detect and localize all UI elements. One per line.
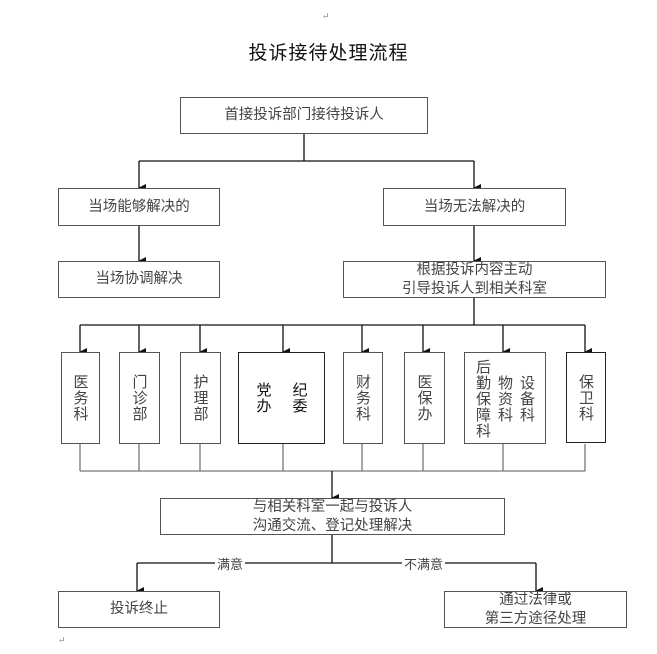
dept-nursing-label: 护理部: [191, 374, 210, 422]
node-cannot-resolve-label: 当场无法解决的: [423, 198, 526, 215]
dept-medical-affairs: 医务科: [61, 352, 100, 444]
node-legal-line2: 第三方途径处理: [484, 610, 587, 627]
node-start-label: 首接投诉部门接待投诉人: [224, 107, 384, 123]
dept-outpatient-label: 门诊部: [130, 374, 149, 422]
node-cannot-resolve: 当场无法解决的: [383, 188, 566, 226]
dept-discipline-label: 纪委: [290, 382, 309, 414]
node-can-resolve: 当场能够解决的: [58, 188, 220, 226]
node-start: 首接投诉部门接待投诉人: [180, 97, 428, 134]
dept-logistics: 后勤保障科 物资科 设备科: [464, 352, 546, 444]
paragraph-mark: ↵: [322, 12, 330, 22]
node-communicate: 与相关科室一起与投诉人 沟通交流、登记处理解决: [160, 498, 505, 535]
node-guide: 根据投诉内容主动 引导投诉人到相关科室: [343, 261, 606, 298]
dept-security-label: 保卫科: [577, 373, 595, 422]
dept-outpatient: 门诊部: [119, 352, 160, 444]
node-end-label: 投诉终止: [110, 601, 168, 617]
dept-party-discipline: 党办 纪委: [238, 352, 325, 444]
page-title: 投诉接待处理流程: [248, 42, 409, 64]
dept-nursing: 护理部: [180, 352, 221, 444]
node-legal-line1: 通过法律或: [499, 591, 572, 608]
node-guide-line2: 引导投诉人到相关科室: [402, 280, 547, 297]
dept-finance-label: 财务科: [354, 374, 372, 422]
edge-label-satisfied: 满意: [215, 554, 246, 573]
node-legal: 通过法律或 第三方途径处理: [444, 591, 627, 628]
node-guide-line1: 根据投诉内容主动: [416, 261, 533, 278]
node-can-resolve-label: 当场能够解决的: [88, 198, 190, 215]
node-end: 投诉终止: [58, 591, 220, 628]
dept-party-office-label: 党办: [254, 382, 273, 414]
paragraph-mark: ↵: [58, 636, 66, 646]
node-coordinate: 当场协调解决: [58, 261, 220, 298]
dept-medical-insurance: 医保办: [404, 352, 445, 444]
node-coordinate-label: 当场协调解决: [95, 271, 183, 287]
dept-medical-insurance-label: 医保办: [415, 374, 434, 422]
dept-finance: 财务科: [343, 352, 383, 444]
node-communicate-line2: 沟通交流、登记处理解决: [252, 517, 413, 534]
dept-security: 保卫科: [566, 352, 606, 443]
dept-materials-label: 物资科: [496, 375, 514, 423]
node-communicate-line1: 与相关科室一起与投诉人: [252, 498, 413, 515]
edge-label-unsatisfied: 不满意: [402, 554, 446, 573]
dept-logistics-support-label: 后勤保障科: [474, 359, 492, 439]
dept-medical-affairs-label: 医务科: [71, 374, 90, 422]
dept-equipment-label: 设备科: [518, 375, 536, 423]
